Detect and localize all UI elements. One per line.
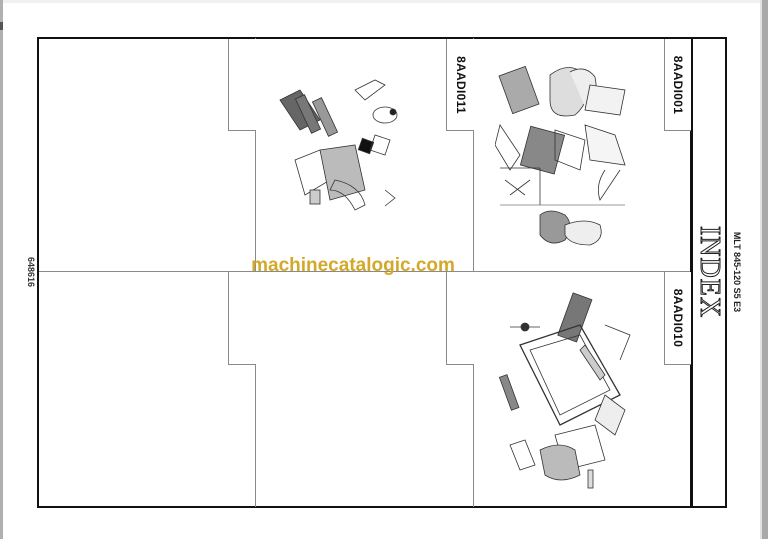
page-top-edge (0, 0, 768, 3)
left-margin-strip (0, 0, 3, 539)
scrollbar-track[interactable] (760, 0, 762, 539)
cell-code-label: 8AADI001 (671, 55, 685, 114)
model-label: MLT 845-120 S5 E3 (732, 231, 742, 313)
cell-tab-bottom-middle (446, 272, 474, 365)
cell-tab-top-left (228, 39, 256, 131)
cell-tab-bottom-right[interactable]: 8AADI010 (664, 272, 691, 365)
watermark-text: machinecatalogic.com (251, 255, 455, 276)
heater-exploded-diagram[interactable] (275, 70, 415, 230)
cell-tab-top-right[interactable]: 8AADI001 (664, 39, 691, 131)
cell-code-label: 8AADI011 (453, 55, 468, 114)
vertical-scrollbar[interactable] (762, 0, 768, 539)
left-margin-marker (0, 22, 3, 30)
cell-tab-bottom-left (228, 272, 256, 365)
index-title: INDEX (694, 225, 726, 319)
grid-divider-horizontal (39, 271, 690, 272)
cell-code-label: 8AADI010 (671, 288, 685, 348)
document-number: 648616 (26, 256, 36, 288)
index-page-frame (37, 37, 727, 508)
index-column-divider (690, 37, 693, 508)
cell-tab-top-middle[interactable]: 8AADI011 (446, 39, 474, 131)
cab-exploded-diagram[interactable] (495, 285, 635, 495)
seat-exploded-diagram[interactable] (495, 50, 635, 260)
